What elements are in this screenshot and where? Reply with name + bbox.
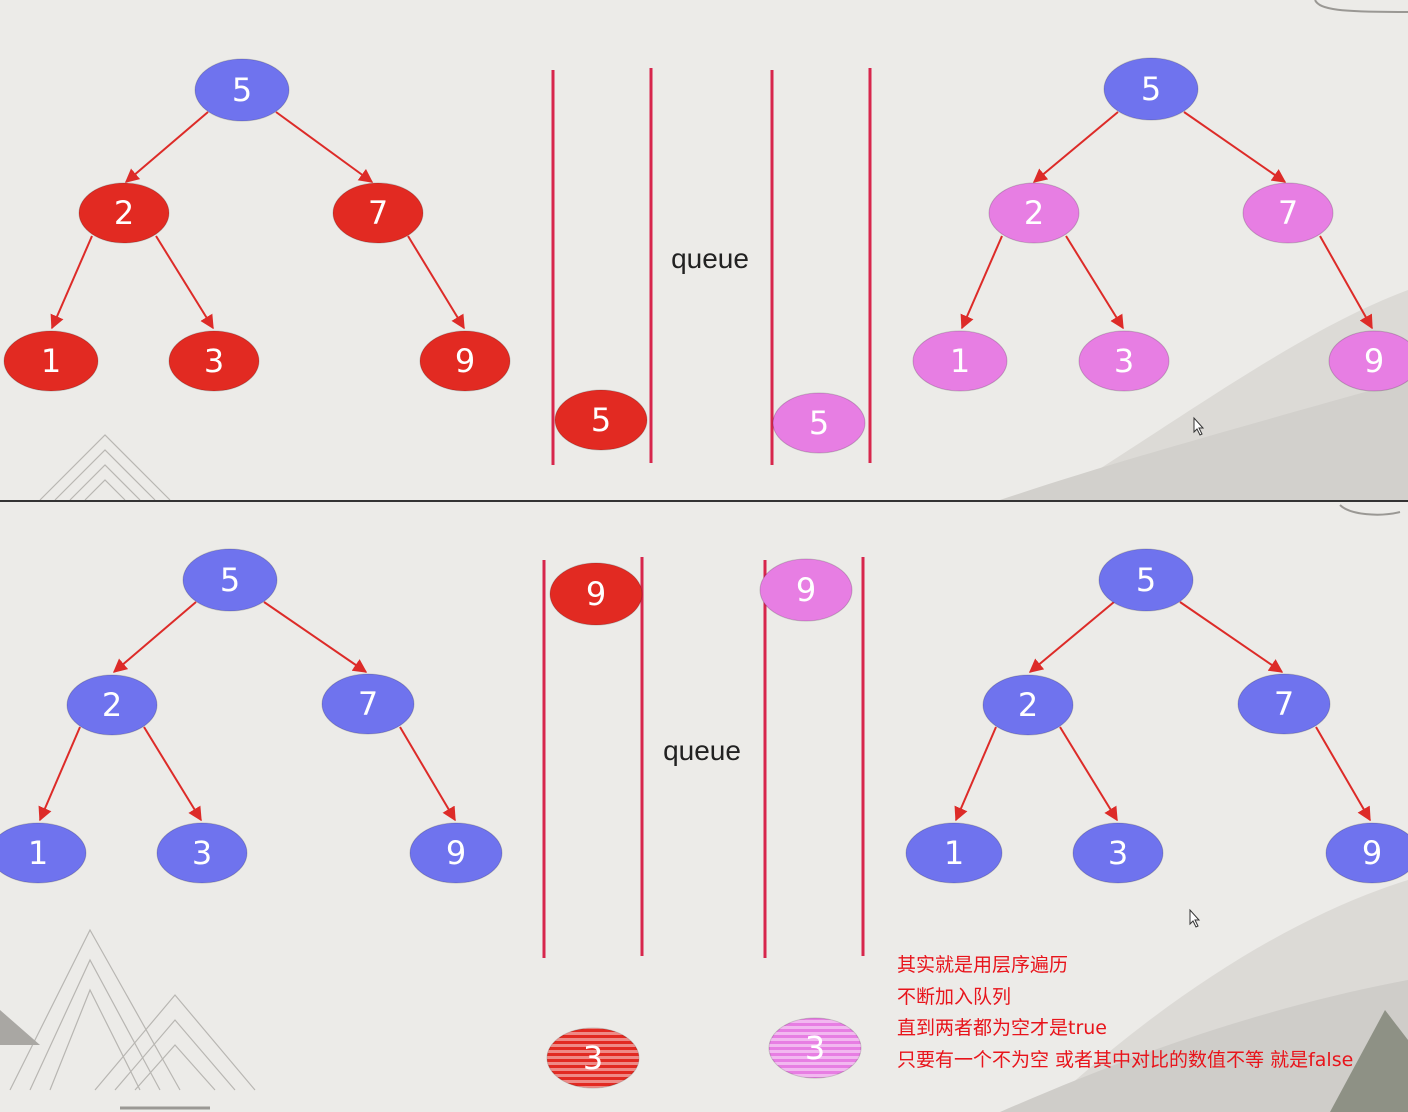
tree-node-left: 2 xyxy=(78,182,170,244)
svg-text:5: 5 xyxy=(232,71,252,109)
tree-node-left-left: 1 xyxy=(905,822,1003,884)
queue-item-left: 9 xyxy=(549,562,643,626)
svg-text:7: 7 xyxy=(368,194,388,232)
svg-text:9: 9 xyxy=(586,575,606,613)
svg-text:7: 7 xyxy=(1278,194,1298,232)
tree-node-right-right: 9 xyxy=(409,822,503,884)
tree-node-right: 7 xyxy=(1237,673,1331,735)
svg-text:5: 5 xyxy=(591,401,611,439)
note-line: 直到两者都为空才是true xyxy=(897,1017,1107,1039)
tree-left: 5 2 7 1 3 9 xyxy=(3,58,511,392)
tree-right: 5 2 7 1 3 9 xyxy=(912,57,1408,392)
queue-item-right: 5 xyxy=(772,392,866,454)
svg-text:9: 9 xyxy=(446,834,466,872)
tree-node-left: 2 xyxy=(988,182,1080,244)
tree-node-left: 2 xyxy=(982,674,1074,736)
panel-bottom: 5 2 7 1 3 9 xyxy=(0,548,1408,1089)
svg-text:1: 1 xyxy=(944,834,964,872)
tree-node-root: 5 xyxy=(194,58,290,122)
tree-node-left-left: 1 xyxy=(0,822,87,884)
tree-node-left-left: 1 xyxy=(912,330,1008,392)
tree-node-right: 7 xyxy=(321,673,415,735)
queue-item-right: 9 xyxy=(759,558,853,622)
queue-item-left: 5 xyxy=(554,389,648,451)
svg-text:5: 5 xyxy=(809,404,829,442)
annotation-note: 其实就是用层序遍历 不断加入队列 直到两者都为空才是true 只要有一个不为空 … xyxy=(897,950,1408,1076)
svg-text:2: 2 xyxy=(114,194,134,232)
mouse-cursor-icon xyxy=(1189,908,1201,928)
dequeued-item-right: 3 xyxy=(768,1017,862,1079)
tree-node-root: 5 xyxy=(1098,548,1194,612)
tree-node-right-right: 9 xyxy=(419,330,511,392)
svg-text:5: 5 xyxy=(1141,70,1161,108)
svg-text:1: 1 xyxy=(950,342,970,380)
svg-text:2: 2 xyxy=(1018,686,1038,724)
queue-walls-top xyxy=(551,68,872,465)
tree-node-right-right: 9 xyxy=(1328,330,1408,392)
svg-text:1: 1 xyxy=(28,834,48,872)
tree-node-right-right: 9 xyxy=(1325,822,1408,884)
tree-node-right: 7 xyxy=(332,182,424,244)
tree-node-left-right: 3 xyxy=(168,330,260,392)
tree-node-right: 7 xyxy=(1242,182,1334,244)
tree-node-left-right: 3 xyxy=(1072,822,1164,884)
mouse-cursor-icon xyxy=(1193,416,1205,436)
svg-text:1: 1 xyxy=(41,342,61,380)
tree-right: 5 2 7 1 3 9 xyxy=(905,548,1408,884)
queue-label-bottom: queue xyxy=(663,735,741,766)
svg-text:9: 9 xyxy=(1364,342,1384,380)
tree-node-root: 5 xyxy=(1103,57,1199,121)
svg-text:9: 9 xyxy=(1362,834,1382,872)
tree-node-left-left: 1 xyxy=(3,330,99,392)
svg-text:9: 9 xyxy=(455,342,475,380)
svg-text:5: 5 xyxy=(1136,561,1156,599)
dequeued-item-left: 3 xyxy=(546,1027,640,1089)
queue-label-top: queue xyxy=(671,243,749,274)
svg-text:5: 5 xyxy=(220,561,240,599)
svg-text:3: 3 xyxy=(1114,342,1134,380)
svg-text:2: 2 xyxy=(102,686,122,724)
note-line: 只要有一个不为空 或者其中对比的数值不等 就是false xyxy=(897,1048,1354,1071)
panel-top: 5 2 7 1 3 9 xyxy=(3,57,1408,465)
svg-text:3: 3 xyxy=(1108,834,1128,872)
note-line: 其实就是用层序遍历 xyxy=(897,954,1069,976)
svg-text:7: 7 xyxy=(358,685,378,723)
tree-node-left-right: 3 xyxy=(1078,330,1170,392)
tree-left: 5 2 7 1 3 9 xyxy=(0,548,503,884)
svg-text:3: 3 xyxy=(204,342,224,380)
tree-node-root: 5 xyxy=(182,548,278,612)
svg-text:3: 3 xyxy=(192,834,212,872)
svg-text:3: 3 xyxy=(583,1039,603,1077)
svg-text:3: 3 xyxy=(805,1029,825,1067)
note-line: 不断加入队列 xyxy=(897,985,1012,1008)
svg-text:2: 2 xyxy=(1024,194,1044,232)
tree-node-left: 2 xyxy=(66,674,158,736)
svg-text:7: 7 xyxy=(1274,685,1294,723)
queue-walls-bottom xyxy=(542,557,865,958)
svg-text:9: 9 xyxy=(796,571,816,609)
tree-node-left-right: 3 xyxy=(156,822,248,884)
